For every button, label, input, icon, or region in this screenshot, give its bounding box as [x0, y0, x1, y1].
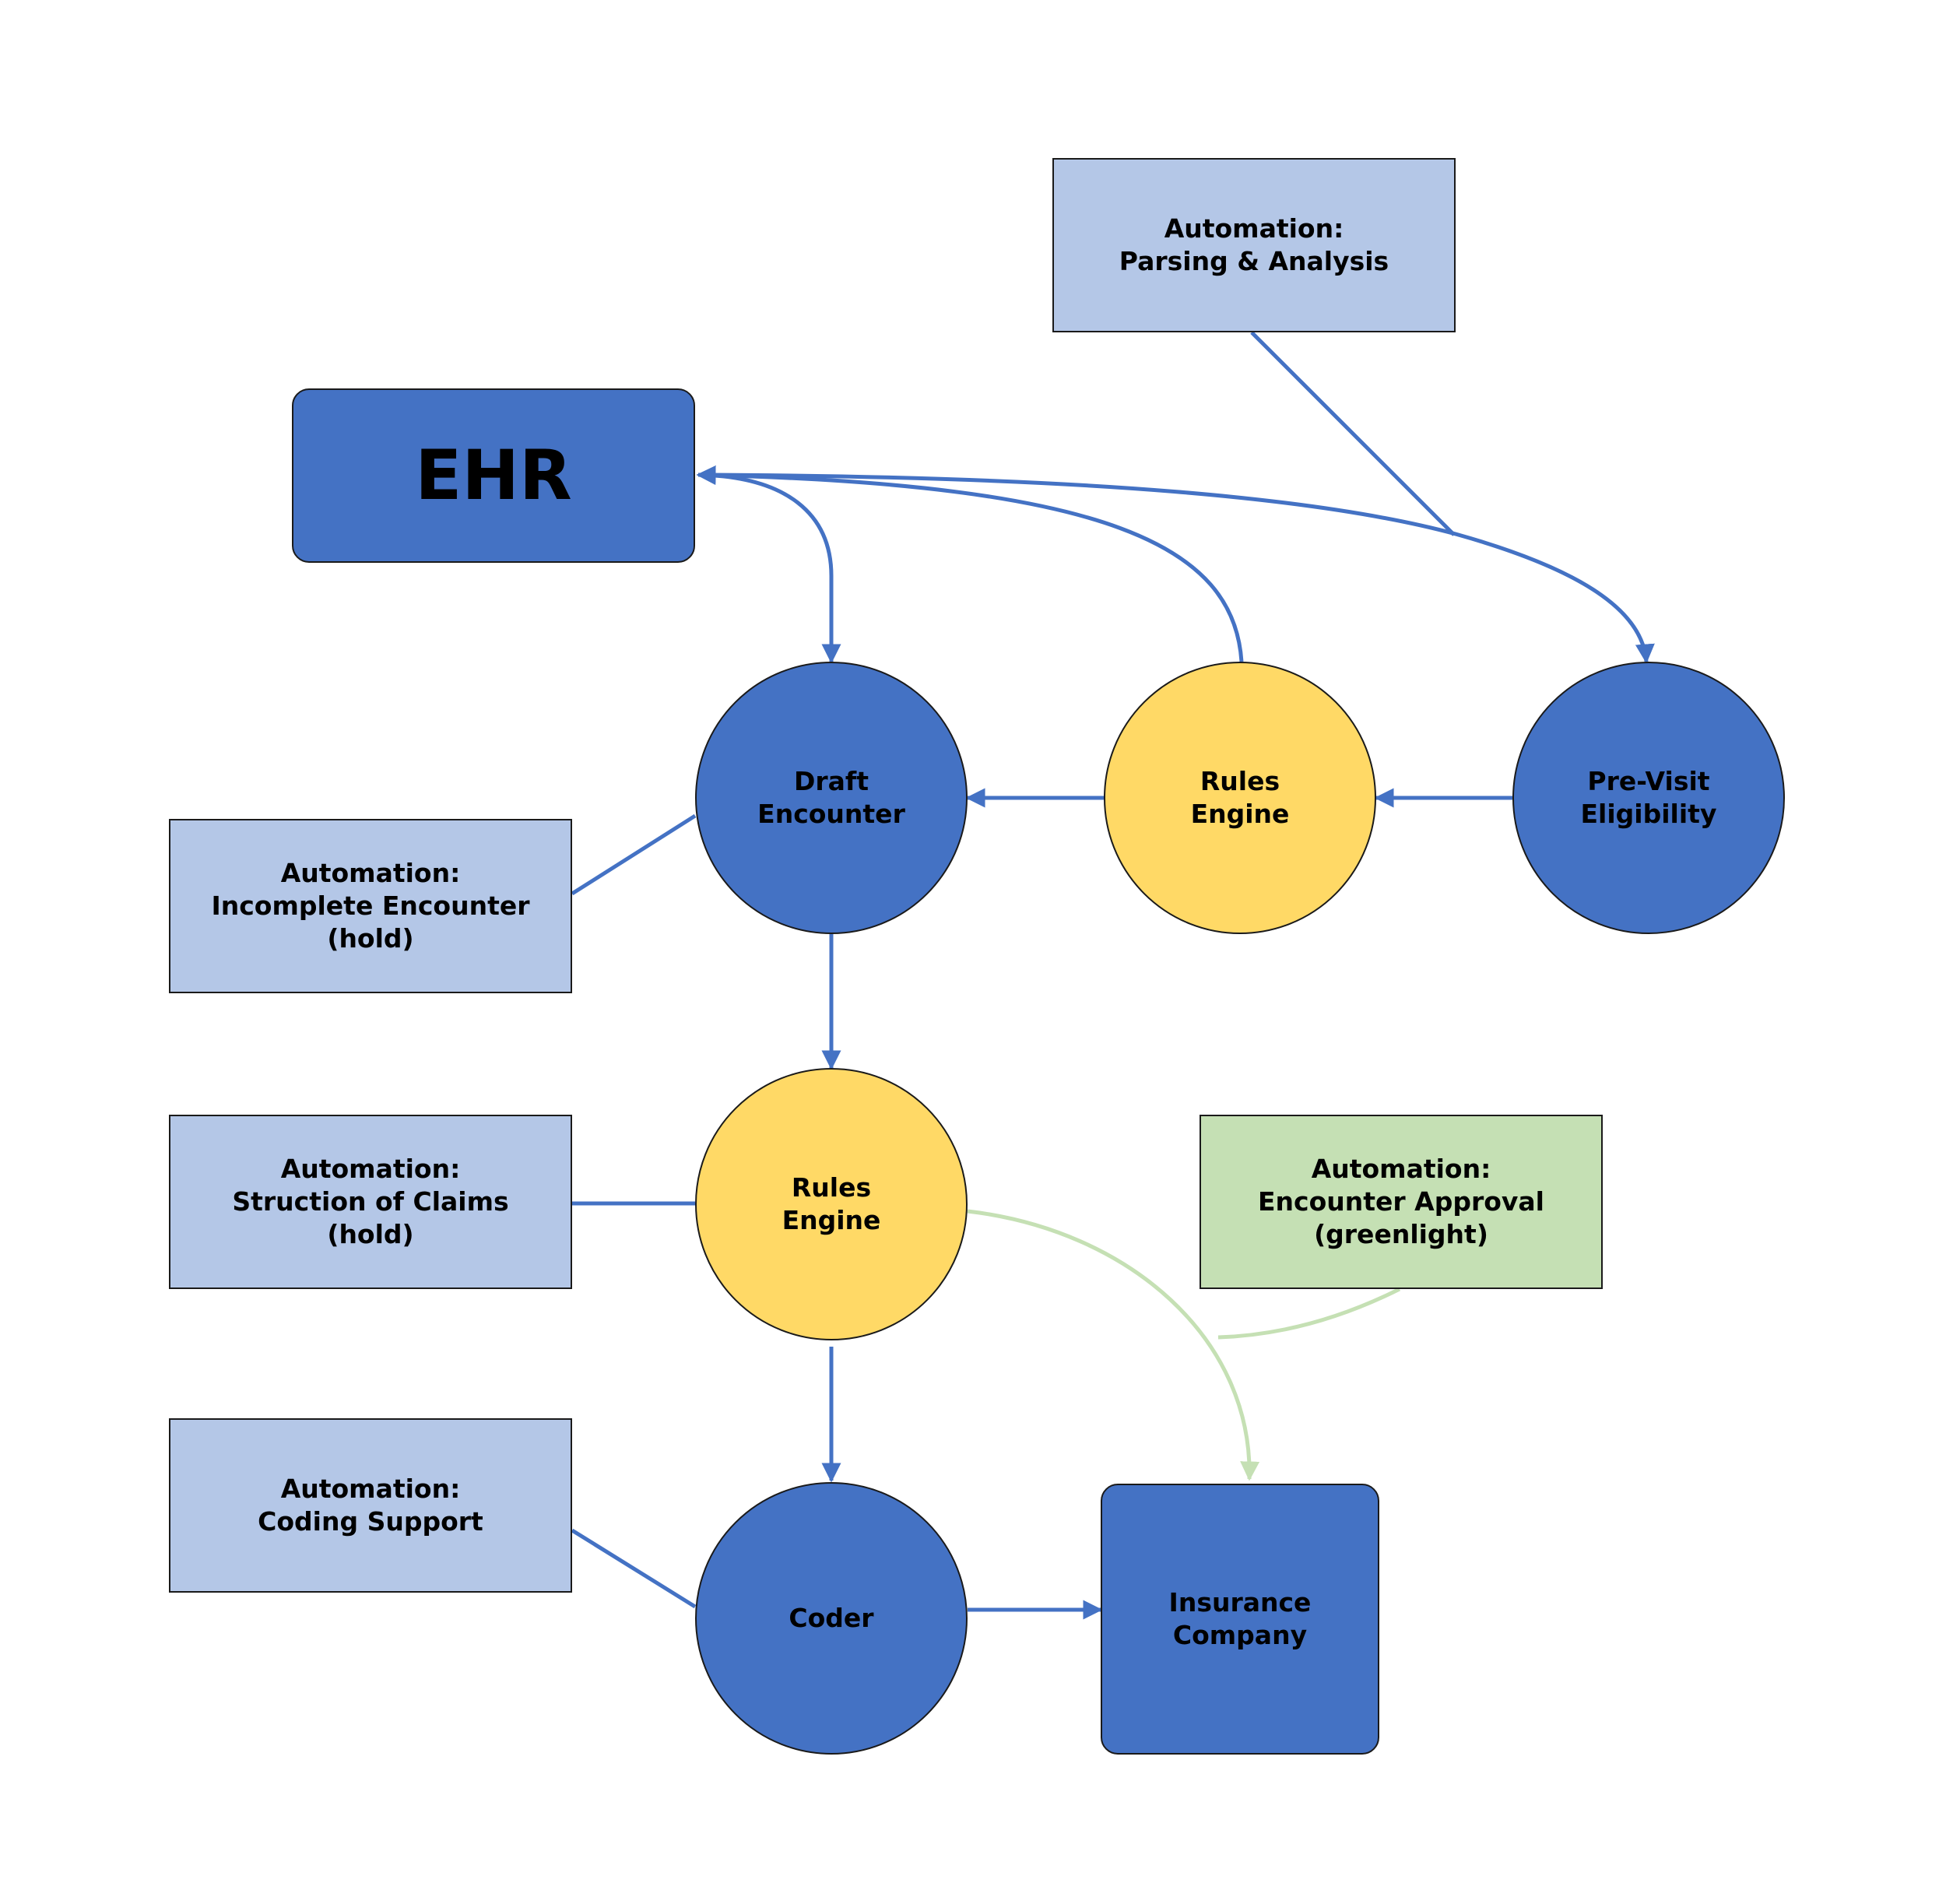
edge-rules-engine-mid-insurance	[967, 1209, 1260, 1481]
draft-encounter-line1: Draft	[793, 766, 869, 796]
pre-visit-eligibility-node[interactable]: Pre-Visit Eligibility	[1512, 662, 1785, 934]
rules-engine-mid-line2: Engine	[782, 1205, 881, 1235]
insurance-line1: Insurance	[1168, 1587, 1312, 1618]
rules-engine-mid-line1: Rules	[791, 1172, 872, 1203]
rules-engine-top-node[interactable]: Rules Engine	[1104, 662, 1376, 934]
automation-parsing-analysis-box[interactable]: Automation: Parsing & Analysis	[1052, 158, 1456, 332]
insurance-company-node[interactable]: Insurance Company	[1101, 1484, 1379, 1755]
automation-incomplete-encounter-box[interactable]: Automation: Incomplete Encounter (hold)	[169, 819, 572, 993]
incomplete-encounter-line3: (hold)	[327, 923, 414, 954]
ehr-node[interactable]: EHR	[292, 388, 695, 563]
rules-engine-top-line2: Engine	[1190, 799, 1290, 829]
encounter-approval-line2: Encounter Approval	[1258, 1186, 1544, 1217]
insurance-line2: Company	[1172, 1620, 1308, 1650]
encounter-approval-line1: Automation:	[1311, 1154, 1491, 1184]
coding-support-line1: Automation:	[280, 1474, 461, 1504]
automation-coding-support-box[interactable]: Automation: Coding Support	[169, 1418, 572, 1593]
automation-struction-claims-box[interactable]: Automation: Struction of Claims (hold)	[169, 1115, 572, 1289]
incomplete-encounter-line2: Incomplete Encounter	[211, 891, 530, 921]
rules-engine-mid-node[interactable]: Rules Engine	[695, 1068, 968, 1340]
ehr-label: EHR	[415, 435, 572, 515]
connector-parsing-analysis	[1250, 331, 1456, 536]
draft-encounter-node[interactable]: Draft Encounter	[695, 662, 968, 934]
struction-claims-line3: (hold)	[327, 1219, 414, 1249]
edge-ehr-draft-encounter	[696, 465, 841, 664]
edge-rules-engine-top-ehr	[696, 465, 1244, 662]
coder-label: Coder	[789, 1603, 874, 1633]
connector-encounter-approval	[1217, 1287, 1401, 1340]
coder-node[interactable]: Coder	[695, 1482, 968, 1755]
connector-incomplete-encounter	[571, 813, 697, 896]
coding-support-line2: Coding Support	[258, 1506, 483, 1537]
pre-visit-line1: Pre-Visit	[1587, 766, 1710, 796]
automation-encounter-approval-box[interactable]: Automation: Encounter Approval (greenlig…	[1200, 1115, 1603, 1289]
edge-ehr-pre-visit	[697, 472, 1655, 664]
draft-encounter-line2: Encounter	[757, 799, 905, 829]
struction-claims-line2: Struction of Claims	[232, 1186, 509, 1217]
encounter-approval-line3: (greenlight)	[1314, 1219, 1488, 1249]
incomplete-encounter-line1: Automation:	[280, 858, 461, 888]
connector-coding-support	[571, 1528, 697, 1609]
parsing-line2: Parsing & Analysis	[1119, 246, 1389, 276]
parsing-line1: Automation:	[1164, 213, 1344, 244]
rules-engine-top-line1: Rules	[1200, 766, 1280, 796]
pre-visit-line2: Eligibility	[1580, 799, 1717, 829]
struction-claims-line1: Automation:	[280, 1154, 461, 1184]
